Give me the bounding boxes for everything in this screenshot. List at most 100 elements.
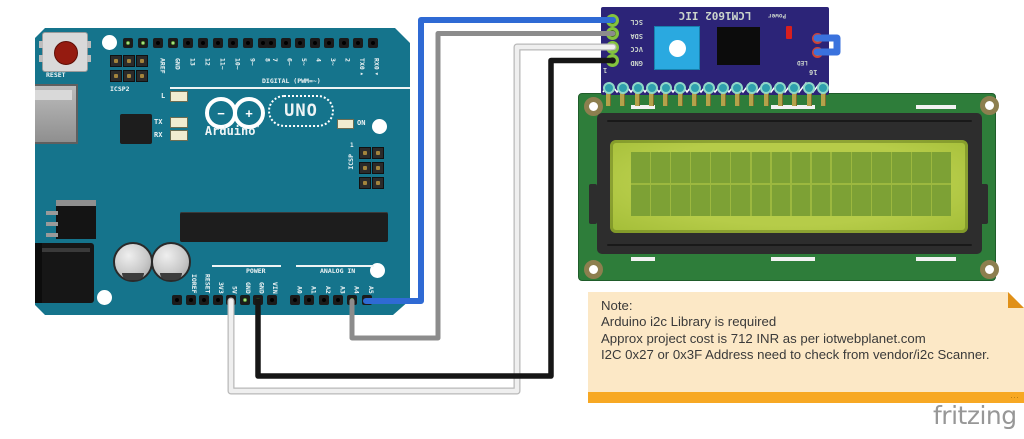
pin-label: GND [173,58,182,70]
pin-stub [677,93,683,106]
digital-pin[interactable] [153,38,163,48]
i2c-pin-pad[interactable] [605,54,619,67]
analog-pin[interactable] [304,295,315,305]
note-line: Arduino i2c Library is required [601,314,777,330]
digital-pin[interactable] [258,38,268,48]
digital-pin[interactable] [338,38,349,48]
power-pin[interactable] [212,295,223,305]
header-pad[interactable] [617,82,630,94]
header-pad[interactable] [745,82,758,94]
reset-button[interactable] [39,32,91,72]
note-sticky[interactable]: ⋯ Note: Arduino i2c Library is required … [588,292,1024,403]
arduino-uno-board[interactable]: RESET ICSP2 L TX RX − + Arduino™ UNO ON … [35,28,410,315]
lcd-16x2-display[interactable] [578,93,999,281]
note-line: I2C 0x27 or 0x3F Address need to check f… [601,346,990,362]
digital-pin[interactable] [198,38,208,48]
header-pad[interactable] [774,82,787,94]
lcd-cell [671,152,690,184]
power-pin[interactable] [266,295,277,305]
digital-pin[interactable] [266,38,276,48]
note-resize-grip[interactable]: ⋯ [1010,392,1020,402]
digital-pin[interactable] [228,38,238,48]
icsp2-pin [110,55,122,67]
i2c-pin-label: SCL [630,18,643,26]
led-l [170,91,188,102]
reset-button-cap[interactable] [54,41,78,65]
header-pad[interactable] [631,82,644,94]
pin-label: A0 [295,286,304,294]
analog-pin[interactable] [290,295,300,305]
digital-pin[interactable] [138,38,148,48]
power-jack-highlight [42,248,90,252]
header-pad[interactable] [688,82,701,94]
digital-header-left[interactable] [123,38,268,48]
header-pad[interactable] [816,82,829,94]
header-pad[interactable] [660,82,673,94]
power-pin[interactable] [239,295,250,305]
power-pin[interactable] [199,295,209,305]
lcd-cell [811,152,831,184]
header-pad[interactable] [702,82,715,94]
digital-pin[interactable] [168,38,178,48]
icsp-pin [359,147,371,159]
pin-label: 13 [188,58,197,66]
bezel-groove [607,120,972,122]
power-pin[interactable] [253,295,263,305]
pin-label: AREF [158,58,167,74]
analog-pin[interactable] [318,295,329,305]
module-pin16-label: 16 [809,68,818,76]
i2c-pin-pads[interactable] [605,13,619,67]
analog-pin[interactable] [361,295,372,305]
pin-label: 3V3 [217,282,225,294]
pin-stub [663,93,669,106]
icsp2-pin [123,70,135,82]
contrast-trimpot[interactable] [654,26,700,70]
module-header-pads[interactable] [603,82,829,94]
voltage-regulator [56,206,96,239]
pin-label: 9~ [248,58,257,66]
i2c-pin-pad[interactable] [605,13,619,27]
usb-controller-chip [120,114,152,144]
digital-pin[interactable] [324,38,334,48]
analog-pin[interactable] [347,295,358,305]
analog-header[interactable] [290,295,372,305]
digital-header-right[interactable] [266,38,378,48]
digital-pin[interactable] [367,38,378,48]
digital-pin[interactable] [243,38,253,48]
power-pin[interactable] [226,295,236,305]
trimpot-dial[interactable] [669,40,686,57]
header-pad[interactable] [788,82,801,94]
header-pad[interactable] [603,82,615,94]
usb-connector [35,84,78,144]
i2c-pin-pad[interactable] [605,27,619,40]
reset-button-tab [39,55,43,62]
power-pin[interactable] [185,295,196,305]
pin-label: A5 [366,286,375,294]
lcd-cell [852,152,871,184]
digital-pin[interactable] [123,38,133,48]
header-pad[interactable] [759,82,772,94]
lcd-mounting-hole [979,95,999,115]
pin-label: IOREF [190,274,198,294]
digital-pin[interactable] [309,38,320,48]
digital-pin[interactable] [213,38,223,48]
power-pin[interactable] [172,295,182,305]
lcd-cell [892,184,911,216]
digital-pin[interactable] [353,38,363,48]
analog-pin[interactable] [332,295,343,305]
digital-pin[interactable] [183,38,193,48]
header-pad[interactable] [645,82,658,94]
power-header[interactable] [172,295,277,305]
header-pad[interactable] [674,82,687,94]
led-jumper-cap[interactable] [811,31,847,61]
header-pad[interactable] [731,82,744,94]
header-pad[interactable] [802,82,815,94]
digital-pin[interactable] [280,38,291,48]
icsp-label: ICSP [347,154,355,170]
header-pad[interactable] [717,82,730,94]
digital-pin[interactable] [295,38,305,48]
i2c-pin-pad[interactable] [605,40,619,54]
icsp-pin [359,162,371,174]
regulator-leg [46,222,58,226]
